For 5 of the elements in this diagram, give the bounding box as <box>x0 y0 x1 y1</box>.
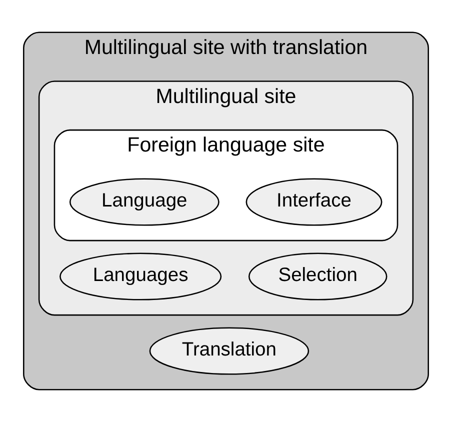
node-ellipse: Languages <box>60 252 222 300</box>
node-ellipse: Interface <box>246 178 382 226</box>
node-ellipse: Selection <box>248 252 388 300</box>
node-ellipse: Language <box>69 178 220 226</box>
node-ellipse: Translation <box>149 326 310 374</box>
